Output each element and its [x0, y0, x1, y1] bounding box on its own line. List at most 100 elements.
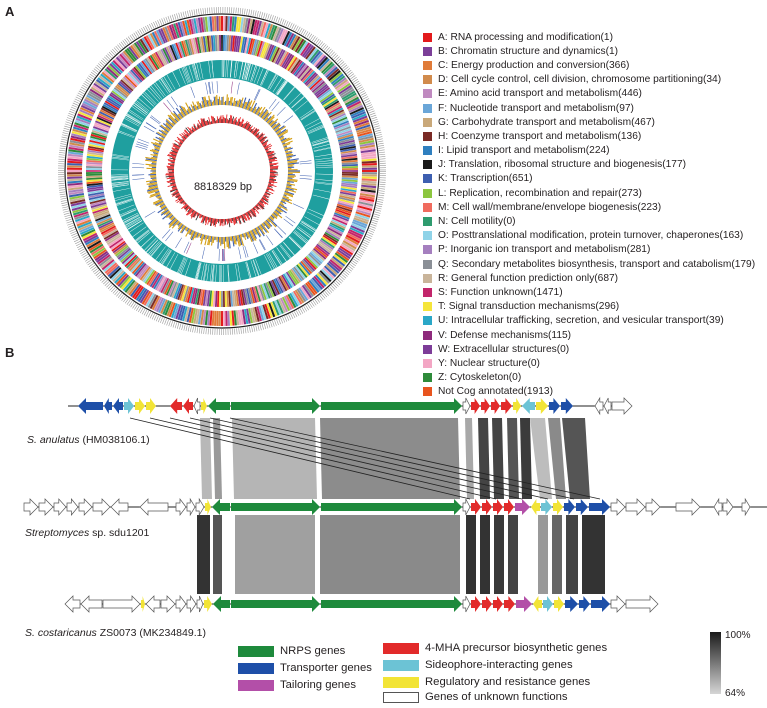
teal-ring-gap [125, 216, 141, 226]
cog-ring-segment [104, 262, 118, 274]
gc-skew-bar [282, 140, 293, 146]
teal-ring-gap [111, 176, 129, 178]
cog-ring-segment [270, 46, 279, 62]
cog-ring-segment [347, 102, 363, 112]
cog-ring-segment [292, 290, 303, 305]
gc-content-bar [250, 127, 256, 133]
gc-content-bar [189, 130, 193, 134]
teal-ring-gap [131, 106, 146, 117]
cog-legend-text: F: Nucleotide transport and metabolism(9… [438, 102, 634, 114]
gc-content-bar [204, 216, 207, 221]
gc-content-bar [230, 118, 233, 124]
cog-ring-segment [204, 310, 209, 326]
cog-ring-segment [139, 266, 151, 281]
gene-arrow [139, 498, 169, 516]
gc-skew-bar [234, 235, 237, 245]
teal-ring-gap [294, 230, 309, 242]
cog-ring-segment [92, 84, 106, 95]
gc-skew-bar [266, 218, 271, 223]
teal-ring-gap [239, 61, 244, 79]
cog-ring-segment [186, 286, 193, 303]
gc-content-bar [264, 192, 270, 196]
gc-skew-bar [265, 219, 273, 227]
teal-ring-gap [185, 259, 192, 276]
cog-legend-text: Z: Cytoskeleton(0) [438, 372, 522, 384]
cog-ring-segment [284, 272, 295, 288]
cog-ring-segment [290, 59, 302, 74]
gc-skew-bar [287, 172, 293, 174]
cog-ring-segment [69, 197, 85, 202]
gc-skew-bar [284, 190, 295, 195]
cog-ring-segment [83, 98, 99, 108]
cog-ring-segment [67, 153, 83, 158]
cog-ring-segment [204, 290, 209, 307]
gc-skew-bar [158, 197, 162, 200]
gc-content-bar [268, 157, 278, 161]
teal-ring-gap [111, 178, 129, 180]
cog-ring-segment [310, 250, 324, 263]
cog-ring-segment [105, 98, 121, 109]
gc-content-bar [264, 191, 271, 195]
cog-ring-segment [323, 233, 339, 244]
cog-ring-segment [89, 198, 106, 205]
teal-ring-gap [150, 242, 162, 257]
cog-ring-segment [218, 310, 221, 326]
gc-skew-bar [152, 143, 161, 148]
gc-content-bar [167, 171, 175, 173]
cog-ring-segment [70, 137, 86, 143]
gene-arrow [541, 499, 552, 515]
cog-ring-segment [198, 289, 204, 306]
gc-skew-bar [287, 175, 297, 177]
gc-content-bar [267, 186, 270, 188]
cog-ring-segment [274, 48, 284, 65]
cog-ring-segment [341, 173, 358, 176]
cog-ring-segment [244, 308, 249, 325]
cog-ring-segment [114, 58, 126, 71]
gc-content-bar [249, 128, 252, 132]
cog-ring-segment [268, 45, 277, 61]
cog-legend-text: B: Chromatin structure and dynamics(1) [438, 45, 619, 57]
cog-ring-segment [68, 193, 85, 198]
cog-ring-segment [209, 310, 213, 326]
gc-skew-bar [151, 161, 157, 164]
cog-legend-item: V: Defense mechanisms(115) [423, 328, 755, 342]
cog-ring-segment [173, 23, 180, 39]
gc-content-bar [206, 119, 210, 125]
gene-arrow [231, 398, 320, 414]
gc-skew-bar [220, 100, 222, 106]
sparse-feature-tick [224, 248, 226, 261]
sparse-feature-tick [208, 81, 212, 94]
cog-ring-segment [154, 51, 165, 67]
gc-skew-bar [264, 221, 271, 229]
gc-content-bar [170, 188, 178, 193]
cog-ring-segment [188, 287, 195, 304]
gc-content-bar [251, 208, 256, 213]
gene-arrow [80, 595, 103, 613]
gc-skew-bar [171, 220, 180, 229]
cog-ring-segment [351, 221, 367, 229]
cog-ring-segment [81, 230, 97, 240]
cog-ring-segment [90, 133, 107, 140]
cog-ring-segment [322, 97, 338, 108]
gc-skew-bar [234, 100, 237, 107]
gc-content-bar [250, 209, 257, 217]
legend-text: Regulatory and resistance genes [425, 676, 591, 688]
teal-ring-gap [299, 108, 314, 119]
cog-ring-segment [83, 234, 99, 244]
gc-skew-bar [272, 123, 281, 130]
gc-content-bar [240, 215, 245, 223]
cog-ring-segment [122, 278, 134, 292]
teal-ring-gap [158, 248, 169, 263]
cog-ring-segment [133, 286, 144, 300]
gc-skew-bar [145, 159, 157, 163]
cog-legend-item: Y: Nuclear structure(0) [423, 356, 755, 370]
gc-content-bar [175, 147, 180, 151]
teal-ring-gap [307, 125, 324, 134]
cog-ring-segment [87, 189, 104, 195]
gc-content-bar [268, 156, 276, 159]
cog-ring-segment [315, 85, 329, 97]
gc-skew-bar [159, 202, 165, 206]
cog-ring-segment [79, 227, 95, 235]
genome-outline [64, 13, 380, 329]
gc-content-bar [269, 166, 279, 169]
